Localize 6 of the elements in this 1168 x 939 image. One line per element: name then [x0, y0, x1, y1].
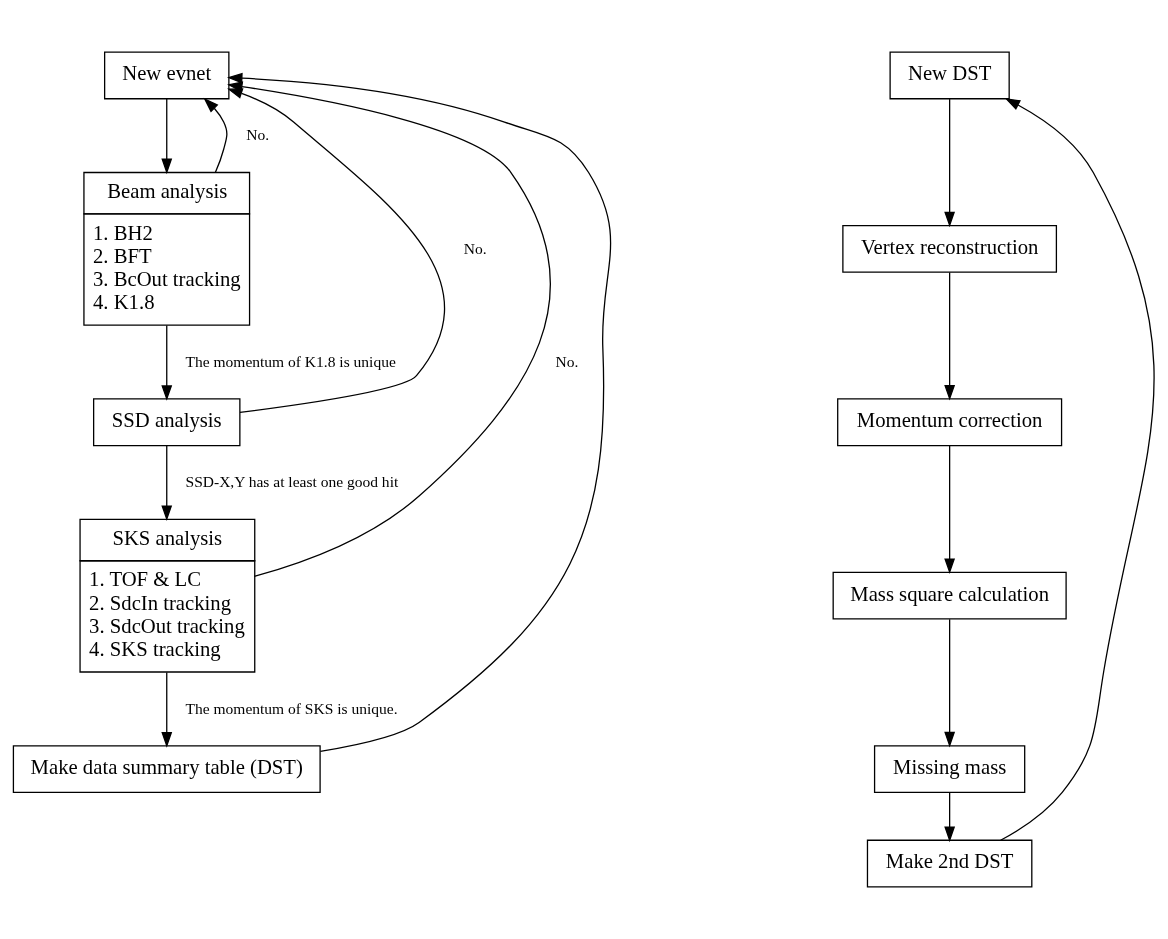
edge-label: The momentum of SKS is unique. [185, 699, 398, 717]
edge-label: SSD-X,Y has at least one good hit [185, 473, 399, 491]
edge-label: The momentum of K1.8 is unique [185, 352, 396, 370]
edge-label: No. [463, 239, 487, 257]
edge-label: No. [555, 352, 579, 370]
edge-label: No. [246, 126, 270, 144]
